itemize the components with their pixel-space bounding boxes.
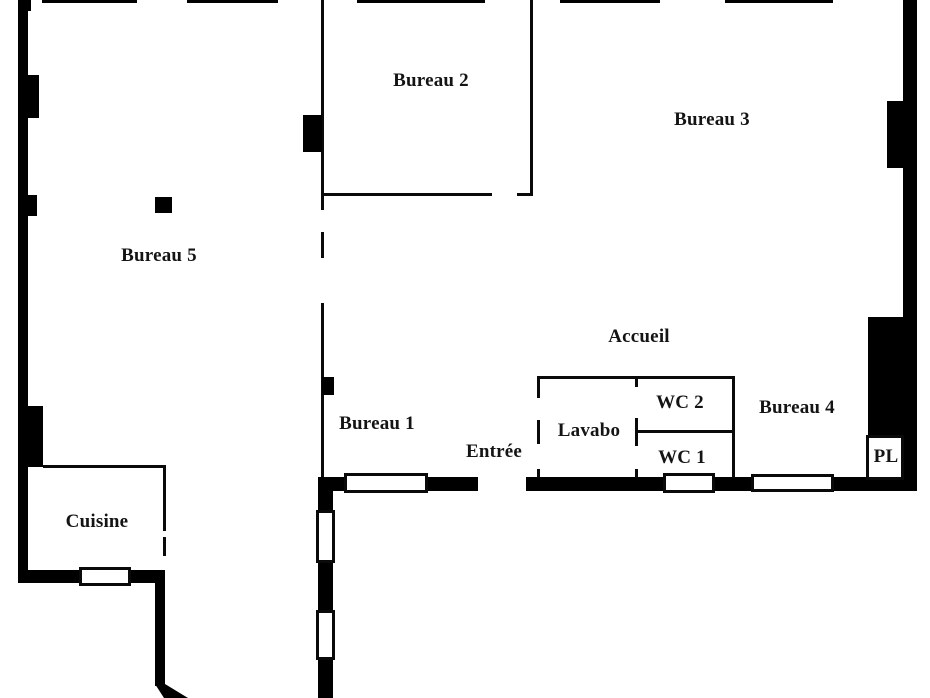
window-cuisine bbox=[79, 567, 131, 586]
door-corridor-upper bbox=[316, 510, 335, 563]
radiator-right bbox=[887, 101, 903, 168]
door-wc1 bbox=[663, 473, 715, 493]
bureau2-wall-right bbox=[530, 0, 533, 196]
exterior-wall-top-segment-3 bbox=[357, 0, 485, 3]
room-label-cuisine: Cuisine bbox=[65, 511, 129, 532]
wall-corridor-left-diagonal bbox=[155, 684, 188, 698]
lavabo-wall-left-upper bbox=[537, 376, 540, 398]
closet-block bbox=[868, 317, 903, 437]
pillar-cuisine-corner bbox=[28, 406, 43, 467]
exterior-wall-top-left-corner bbox=[18, 0, 31, 11]
room-label-bureau-4: Bureau 4 bbox=[759, 397, 835, 418]
window-bureau1 bbox=[344, 473, 428, 493]
pl-closet-box bbox=[866, 435, 904, 480]
cuisine-wall-right bbox=[163, 465, 166, 531]
wc-divider-upper-tick bbox=[635, 376, 638, 387]
radiator-left-upper bbox=[28, 75, 39, 118]
wc1-wc2-divider bbox=[635, 430, 735, 433]
bureau2-wall-left bbox=[321, 0, 324, 210]
room-label-wc-2: WC 2 bbox=[656, 392, 704, 413]
wc-divider-lower-tick bbox=[635, 469, 638, 478]
wc-block-wall-right bbox=[732, 376, 735, 478]
pillar-bureau2 bbox=[303, 115, 322, 152]
lavabo-door-dash bbox=[537, 420, 540, 444]
room-label-lavabo: Lavabo bbox=[557, 420, 621, 441]
room-label-wc-1: WC 1 bbox=[658, 447, 706, 468]
room-label-bureau-3: Bureau 3 bbox=[674, 109, 750, 130]
room-label-bureau-2: Bureau 2 bbox=[393, 70, 469, 91]
lavabo-wall-left-lower bbox=[537, 469, 540, 478]
pillar-partition bbox=[322, 377, 334, 395]
wall-corridor-left bbox=[155, 582, 165, 686]
bureau2-wall-bottom bbox=[321, 193, 492, 196]
bureau2-wall-bottom-corner bbox=[517, 193, 533, 196]
room-label-pl: PL bbox=[873, 446, 899, 467]
window-bureau4 bbox=[751, 474, 834, 492]
pillar-bureau5 bbox=[155, 197, 172, 213]
room-label-bureau-5: Bureau 5 bbox=[121, 245, 197, 266]
door-corridor-lower bbox=[316, 610, 335, 660]
cuisine-wall-top bbox=[43, 465, 165, 468]
exterior-wall-top-segment-4 bbox=[560, 0, 660, 3]
cuisine-door-dash bbox=[163, 537, 166, 556]
room-label-bureau-1: Bureau 1 bbox=[339, 413, 415, 434]
exterior-wall-top-segment-1 bbox=[42, 0, 137, 3]
exterior-wall-top-segment-2 bbox=[187, 0, 278, 3]
room-label-entree: Entrée bbox=[465, 441, 523, 462]
radiator-left-lower bbox=[28, 195, 37, 216]
room-label-accueil: Accueil bbox=[608, 326, 670, 347]
partition-dash bbox=[321, 232, 324, 258]
exterior-wall-top-segment-5 bbox=[725, 0, 833, 3]
wall-bottom-right bbox=[526, 477, 917, 491]
exterior-wall-right bbox=[903, 0, 917, 491]
exterior-wall-left bbox=[18, 0, 28, 582]
